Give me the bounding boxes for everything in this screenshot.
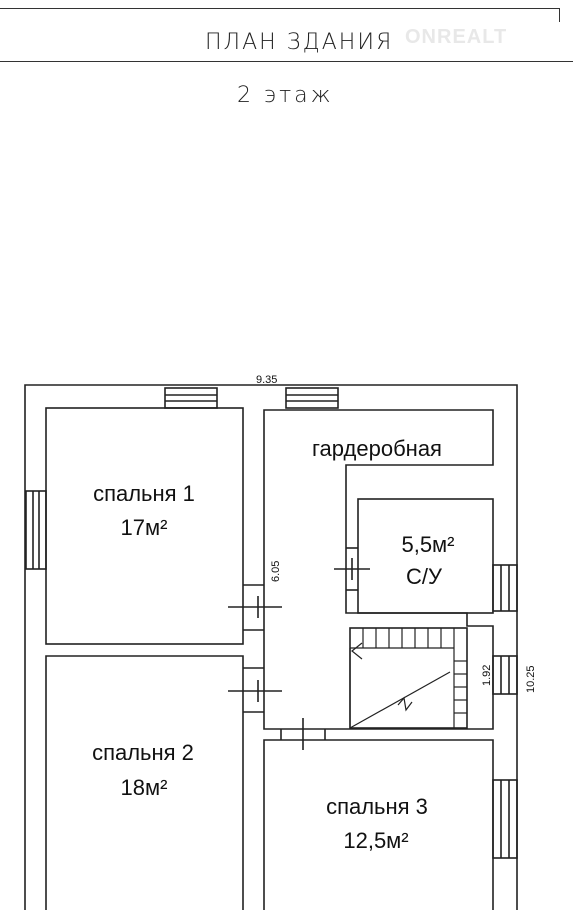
floor-label: 2 этаж xyxy=(237,83,334,108)
staircase-treads xyxy=(349,628,467,729)
window-left xyxy=(25,490,47,570)
watermark-logo: ONREALT xyxy=(405,26,508,48)
bathroom-walls xyxy=(357,498,494,614)
window-top-1 xyxy=(164,387,218,409)
header-bottom-rule xyxy=(0,61,573,62)
bedroom-3-name: спальня 3 xyxy=(326,794,428,819)
window-right-2 xyxy=(492,655,518,695)
header-corner-rule xyxy=(559,8,560,22)
window-right-3 xyxy=(492,779,518,859)
window-right-1 xyxy=(492,564,518,612)
dimension-height: 10.25 xyxy=(525,665,537,693)
dimension-corridor: 6.05 xyxy=(270,561,282,582)
bedroom-3-area: 12,5м² xyxy=(343,828,408,853)
bedroom-1-name: спальня 1 xyxy=(93,481,195,506)
bathroom-area: 5,5м² xyxy=(401,532,454,557)
window-top-2 xyxy=(285,387,339,409)
bathroom-name: С/У xyxy=(406,564,443,589)
bedroom-1-area: 17м² xyxy=(121,515,168,540)
bedroom-2-name: спальня 2 xyxy=(92,740,194,765)
bedroom-3-walls xyxy=(263,739,494,910)
bedroom-2-walls xyxy=(45,655,244,910)
stair-walls xyxy=(349,627,468,729)
dimension-stair: 1.92 xyxy=(481,665,493,686)
outer-wall xyxy=(24,384,518,910)
header-top-rule xyxy=(0,8,560,9)
plan-title: ПЛАН ЗДАНИЯ xyxy=(205,30,394,55)
bedroom-2-area: 18м² xyxy=(121,775,168,800)
wardrobe-name: гардеробная xyxy=(312,436,442,461)
dimension-width: 9.35 xyxy=(256,374,277,386)
